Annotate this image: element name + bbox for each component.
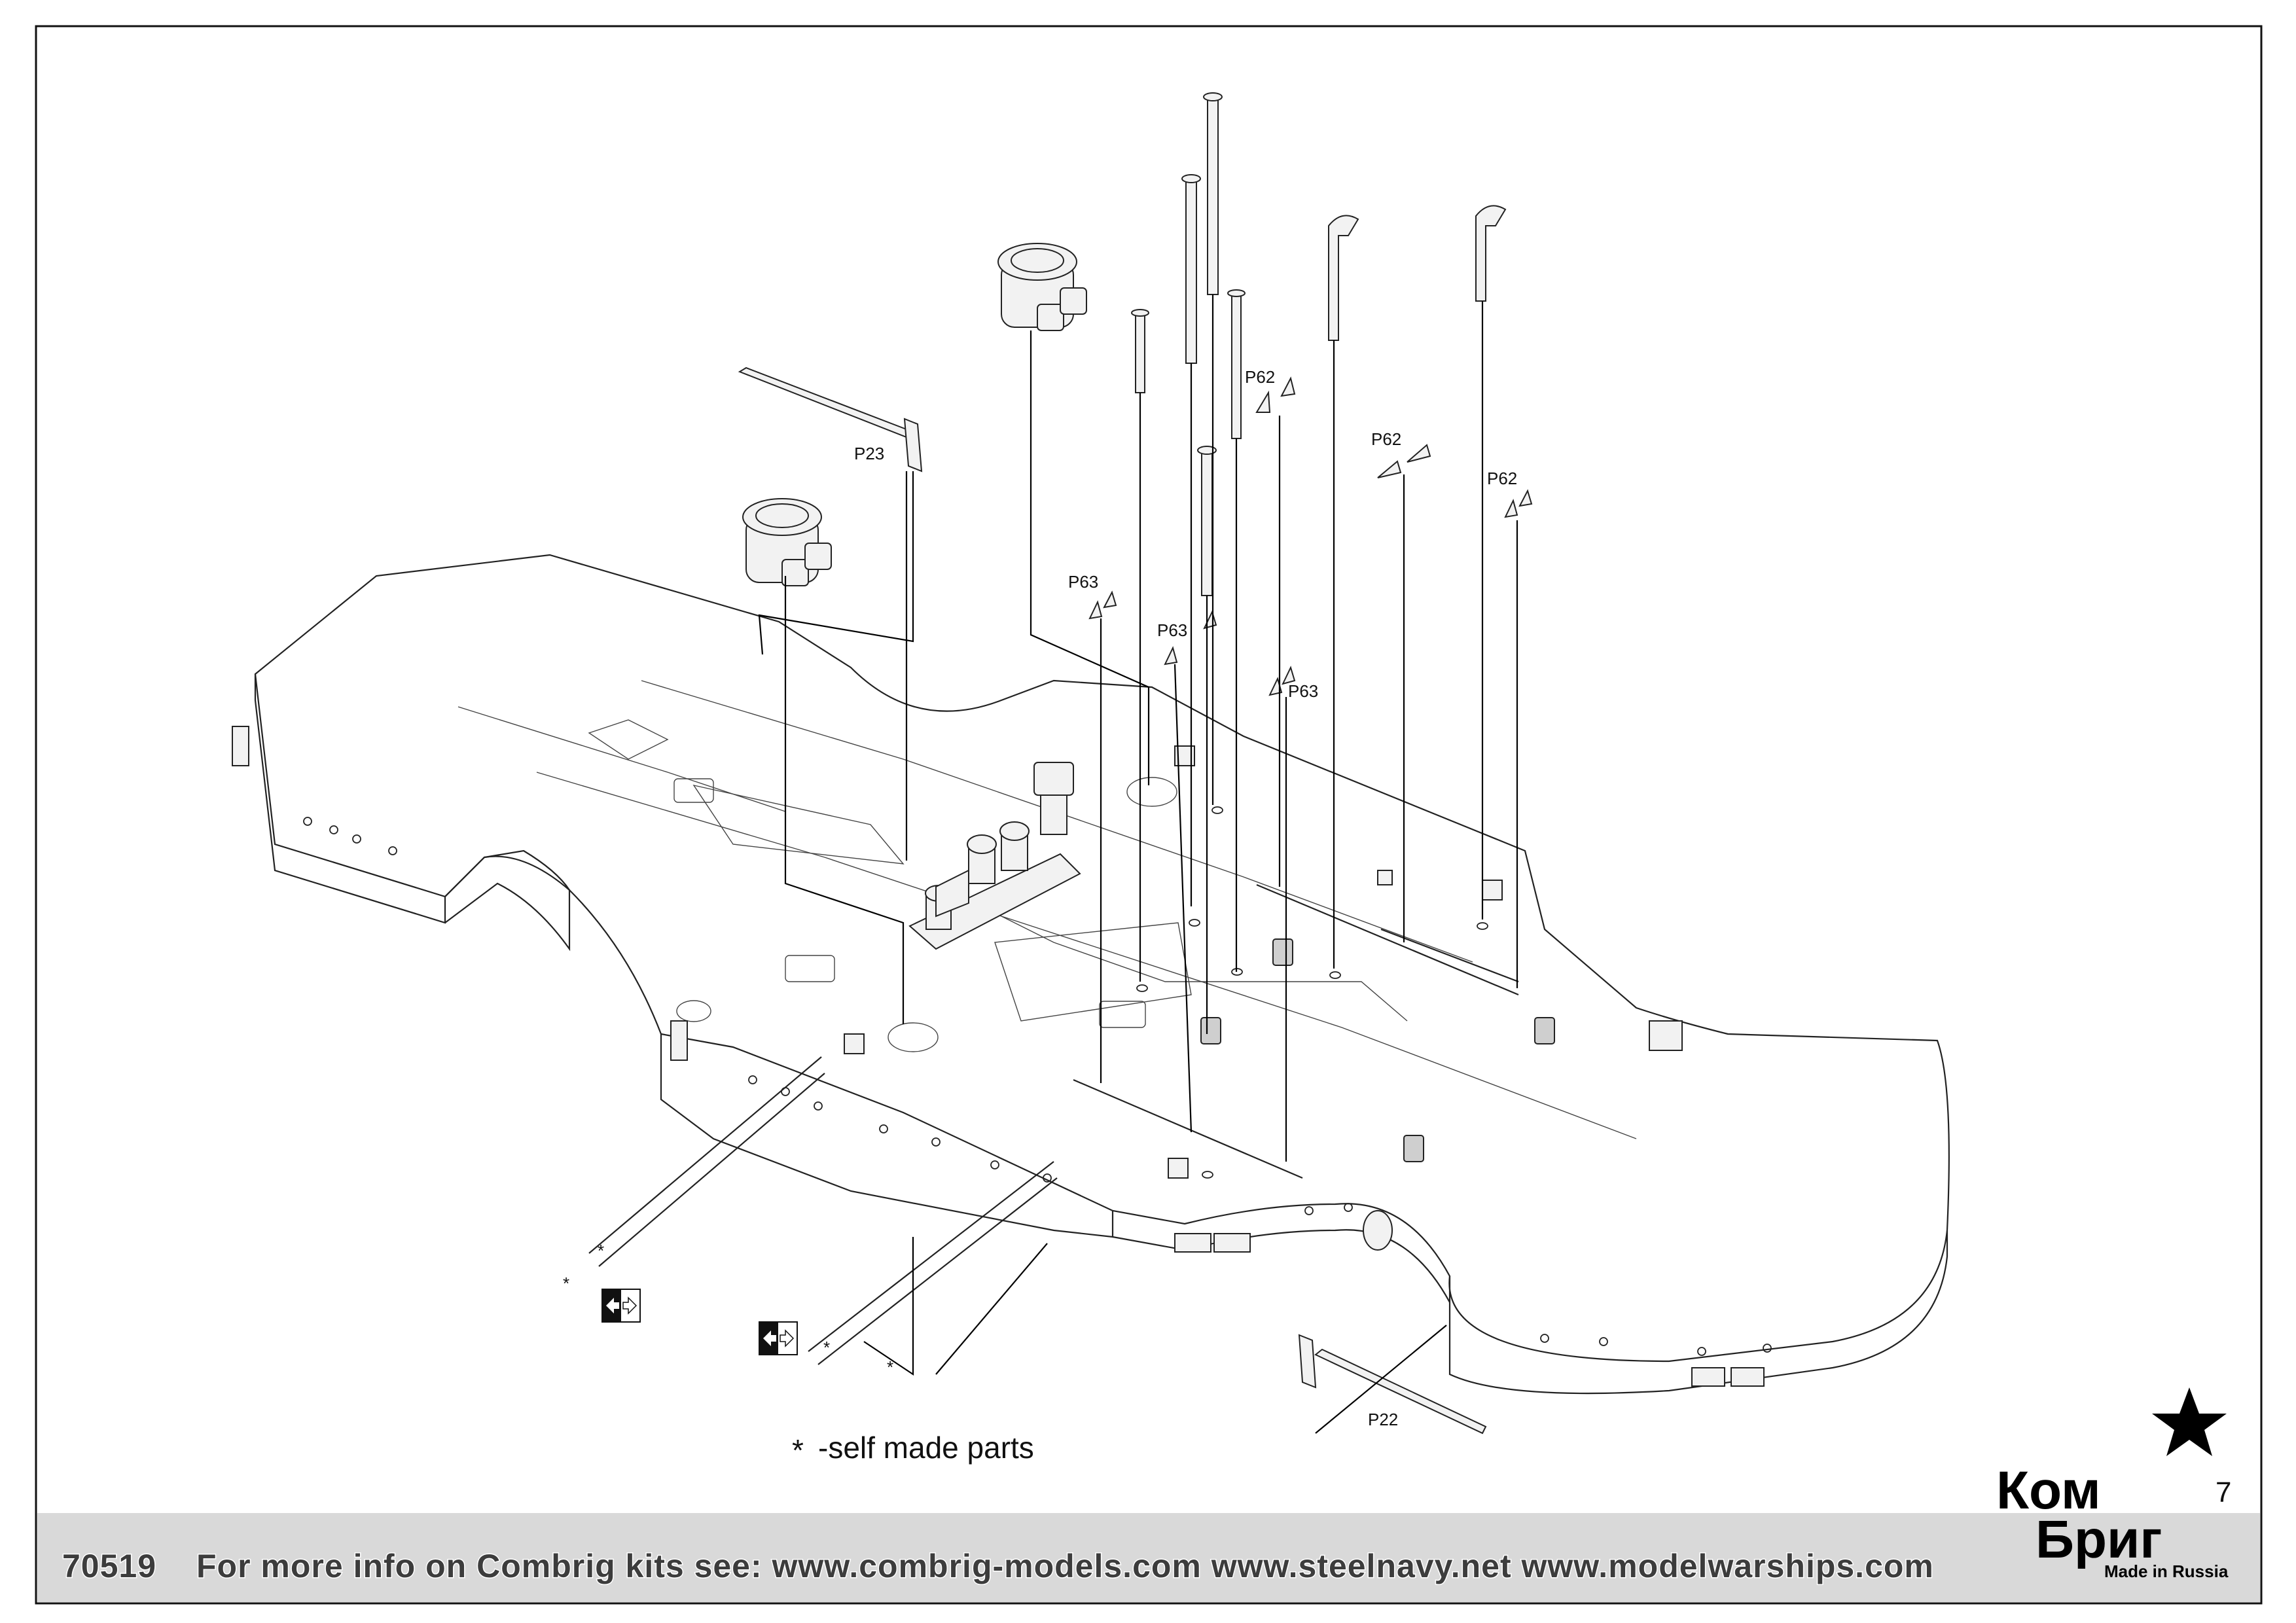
star-mark: * [887, 1357, 893, 1377]
exploded-parts [588, 92, 1533, 1435]
legend-star: * [792, 1433, 804, 1467]
searchlight-upper [997, 243, 1087, 331]
vent-pipe [1475, 205, 1507, 302]
vent-pipe [1328, 215, 1359, 341]
label-p63-c: P63 [1288, 681, 1318, 701]
logo-line1: Ком [1996, 1461, 2101, 1520]
arrow-box-left [601, 1289, 641, 1323]
star-icon [2152, 1387, 2227, 1456]
footer-info: For more info on Combrig kits see: www.c… [196, 1548, 1934, 1584]
footer-band [37, 1513, 2260, 1602]
label-p62-b: P62 [1371, 429, 1401, 449]
kit-number: 70519 [62, 1548, 156, 1584]
arrow-box-right [759, 1321, 798, 1355]
legend-text: -self made parts [818, 1431, 1034, 1465]
part-p22 [1314, 1348, 1487, 1435]
pole [1185, 179, 1197, 364]
star-mark: * [563, 1274, 569, 1293]
leader-lines [758, 294, 1518, 1434]
pole [1231, 294, 1242, 439]
hull-details [232, 726, 1765, 1387]
page-number: 7 [2215, 1476, 2231, 1508]
star-mark: * [598, 1241, 604, 1260]
pole [1201, 451, 1213, 596]
searchlight-lower [742, 498, 832, 586]
label-p63-b: P63 [1157, 620, 1187, 640]
label-p63-a: P63 [1068, 572, 1098, 592]
logo-tagline: Made in Russia [2104, 1561, 2229, 1581]
label-p23: P23 [854, 444, 884, 463]
legend: * -self made parts [792, 1431, 1034, 1467]
star-mark: * [823, 1338, 830, 1357]
deck-assembly [232, 554, 1950, 1395]
part-p23 [738, 366, 907, 438]
deck-fittings [844, 745, 1683, 1179]
page-border [35, 25, 2263, 1605]
label-p22: P22 [1368, 1410, 1398, 1429]
logo-line2: Бриг [2036, 1510, 2162, 1569]
label-p62-a: P62 [1245, 367, 1275, 387]
label-p62-c: P62 [1487, 469, 1517, 488]
combrig-logo: Ком Бриг Made in Russia [1996, 1387, 2229, 1581]
pole [1135, 313, 1145, 393]
winch-block [908, 762, 1081, 950]
pole [1207, 98, 1219, 295]
part-labels: P23 P22 P62 P62 P62 P63 P63 P63 * * * * [563, 367, 1517, 1429]
